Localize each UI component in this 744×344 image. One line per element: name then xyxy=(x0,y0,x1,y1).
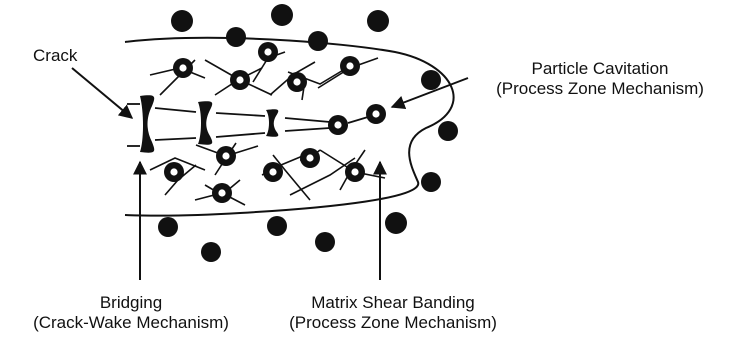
cavitated-particle xyxy=(216,146,236,166)
cavitated-particle xyxy=(263,162,283,182)
cavitated-particle xyxy=(345,162,365,182)
matrix-shear-banding-subtitle: (Process Zone Mechanism) xyxy=(268,313,518,333)
rubber-particle xyxy=(158,217,178,237)
cavitated-particle xyxy=(258,42,278,62)
cavitated-particle xyxy=(287,72,307,92)
rubber-particle xyxy=(271,4,293,26)
particle-cavitation-subtitle: (Process Zone Mechanism) xyxy=(480,79,720,99)
cavitated-particle xyxy=(340,56,360,76)
bridging-label: Bridging (Crack-Wake Mechanism) xyxy=(0,293,262,333)
rubber-particle xyxy=(367,10,389,32)
bridging-particles xyxy=(140,95,278,152)
matrix-shear-banding-label: Matrix Shear Banding (Process Zone Mecha… xyxy=(268,293,518,333)
cavitated-particle xyxy=(366,104,386,124)
crack-arrow xyxy=(72,68,132,118)
particle-cavitation-label: Particle Cavitation (Process Zone Mechan… xyxy=(480,59,720,99)
rubber-particle xyxy=(226,27,246,47)
bridging-particle xyxy=(266,109,278,137)
particle-cavitation-title: Particle Cavitation xyxy=(480,59,720,79)
bridging-subtitle: (Crack-Wake Mechanism) xyxy=(0,313,262,333)
cavitated-particle xyxy=(300,148,320,168)
cavitated-particle xyxy=(173,58,193,78)
rubber-particle xyxy=(385,212,407,234)
rubber-particle xyxy=(315,232,335,252)
cavitated-particle xyxy=(230,70,250,90)
bridging-particle xyxy=(198,101,212,144)
bridging-particle xyxy=(140,95,154,152)
rubber-particle xyxy=(421,172,441,192)
rubber-particle xyxy=(267,216,287,236)
cavitated-particle xyxy=(212,183,232,203)
rubber-particle xyxy=(421,70,441,90)
cavitated-particle xyxy=(164,162,184,182)
rubber-particle xyxy=(438,121,458,141)
bridging-title: Bridging xyxy=(0,293,262,313)
cavitated-particle xyxy=(328,115,348,135)
rubber-particle xyxy=(171,10,193,32)
rubber-particle xyxy=(201,242,221,262)
crack-label: Crack xyxy=(33,46,77,66)
matrix-shear-banding-title: Matrix Shear Banding xyxy=(268,293,518,313)
rubber-particle xyxy=(308,31,328,51)
